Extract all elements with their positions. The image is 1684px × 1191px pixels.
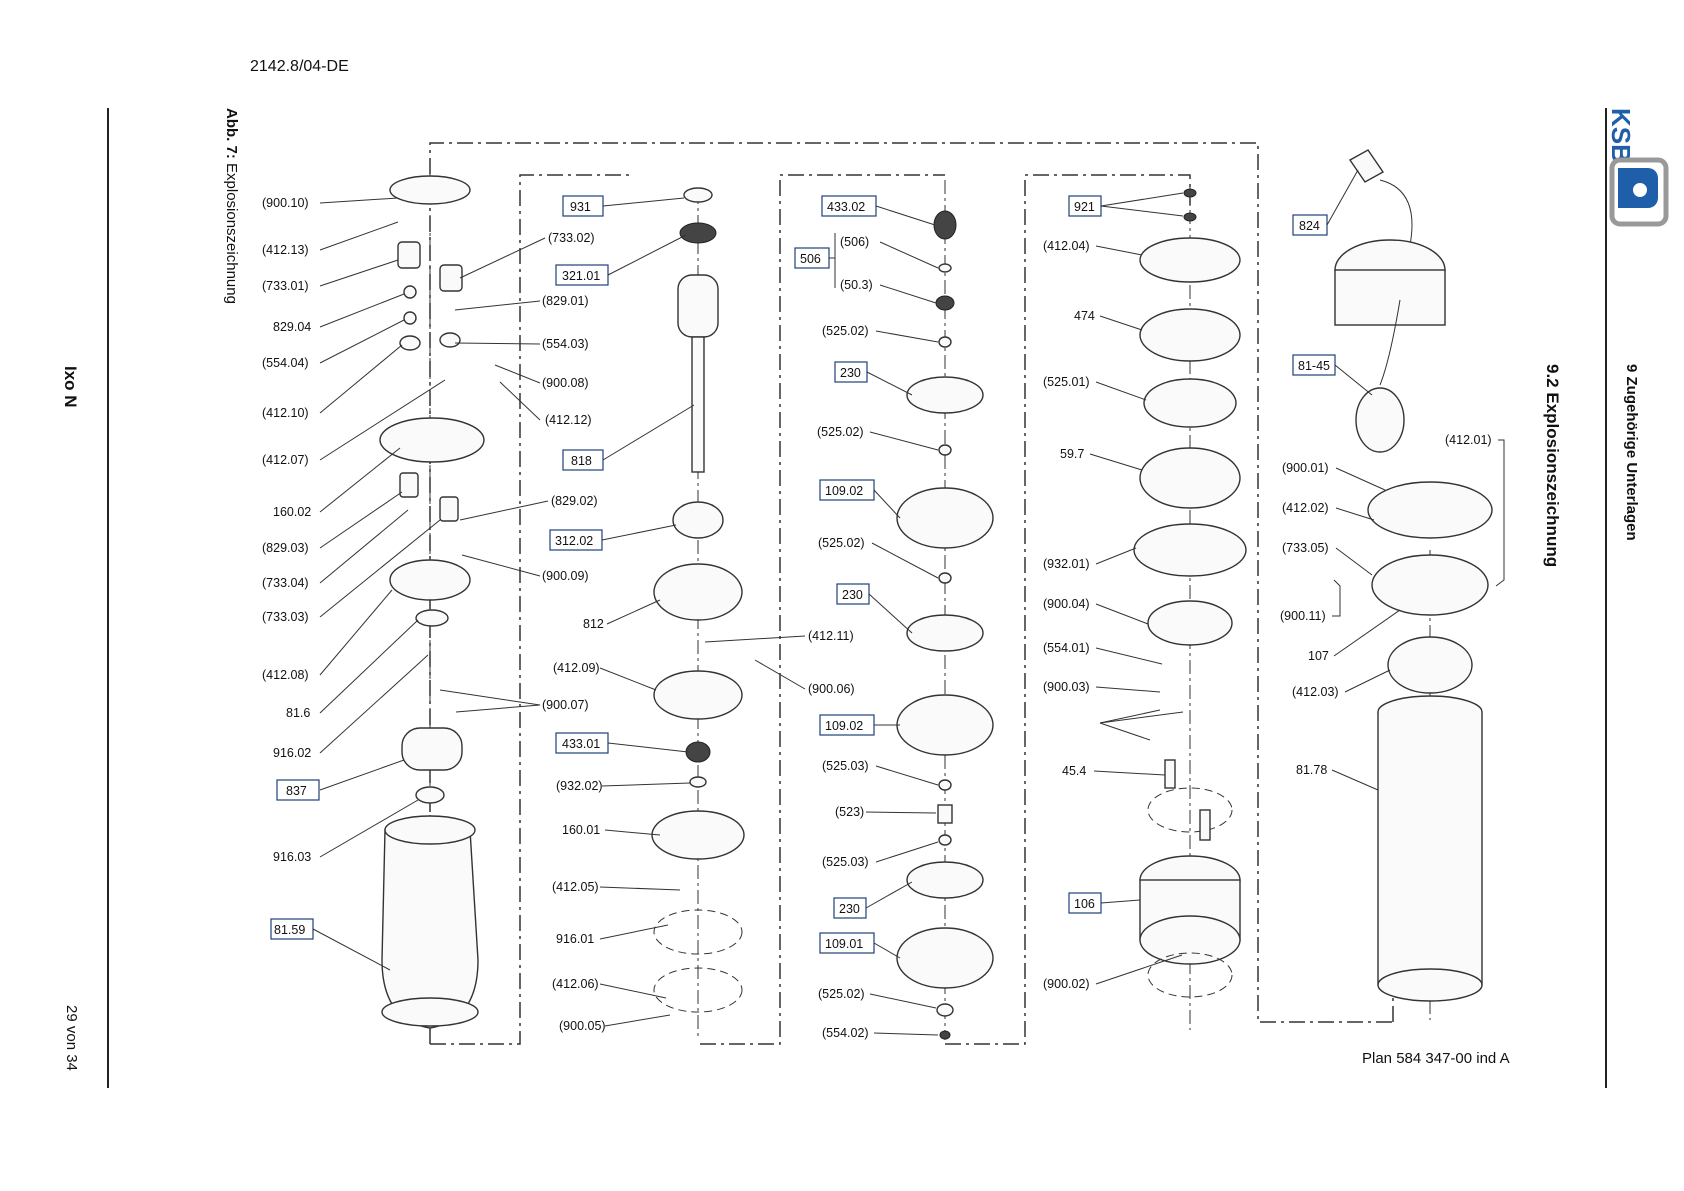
part-number-label: (412.12)	[545, 413, 592, 427]
part-number-label: (412.04)	[1043, 239, 1090, 253]
part-number-label: (829.02)	[551, 494, 598, 508]
part-number-label: 106	[1074, 897, 1095, 911]
part-number-label: 81.78	[1296, 763, 1327, 777]
part-number-label: (412.08)	[262, 668, 309, 682]
document-number: 2142.8/04-DE	[250, 58, 349, 75]
labels-column-4: 921 (412.04) 474 (525.01) 59.7 (932.01) …	[1043, 192, 1184, 991]
part-number-label: 433.01	[562, 737, 600, 751]
part-number-label: KSB	[1606, 108, 1636, 163]
part-number-label: (525.02)	[822, 324, 869, 338]
part-number-label: (525.01)	[1043, 375, 1090, 389]
part-number-label: (525.02)	[817, 425, 864, 439]
part-number-label: 474	[1074, 309, 1095, 323]
part-number-label: 506	[800, 252, 821, 266]
part-number-label: (733.01)	[262, 279, 309, 293]
part-number-label: 916.03	[273, 850, 311, 864]
part-number-label: (412.01)	[1445, 433, 1492, 447]
assembly-column-4	[1133, 185, 1247, 1030]
part-number-label: (412.07)	[262, 453, 309, 467]
part-number-label: 109.02	[825, 484, 863, 498]
part-number-label: (733.04)	[262, 576, 309, 590]
part-number-label: 916.02	[273, 746, 311, 760]
part-number-label: (412.06)	[552, 977, 599, 991]
assembly-column-5	[1334, 149, 1493, 1020]
part-number-label: (932.02)	[556, 779, 603, 793]
part-number-label: (900.06)	[808, 682, 855, 696]
part-number-label: (525.02)	[818, 987, 865, 1001]
part-number-label: (554.03)	[542, 337, 589, 351]
part-number-label: 230	[839, 902, 860, 916]
part-number-label: 921	[1074, 200, 1095, 214]
assembly-column-1	[379, 165, 485, 1040]
part-number-label: (900.01)	[1282, 461, 1329, 475]
part-number-label: (733.02)	[548, 231, 595, 245]
part-number-label: (829.03)	[262, 541, 309, 555]
labels-column-5: 824 81-45 (412.01) (900.01) (412.02) (73…	[1280, 169, 1505, 791]
part-number-label: (412.10)	[262, 406, 309, 420]
part-number-label: 916.01	[556, 932, 594, 946]
assembly-column-2	[651, 187, 745, 1040]
right-margin-rule	[1605, 108, 1607, 1088]
part-number-label: 109.02	[825, 719, 863, 733]
part-number-label: 107	[1308, 649, 1329, 663]
labels-column-1: (900.10) (412.13) (733.01) 829.04 (554.0…	[262, 196, 446, 971]
labels-column-2a: (733.02) (829.01) (554.03) (900.08) (412…	[439, 231, 598, 713]
part-number-label: (900.04)	[1043, 597, 1090, 611]
part-number-label: 59.7	[1060, 447, 1084, 461]
part-number-label: (412.13)	[262, 243, 309, 257]
part-number-label: 433.02	[827, 200, 865, 214]
part-number-label: (733.03)	[262, 610, 309, 624]
part-number-label: 818	[571, 454, 592, 468]
part-number-label: 45.4	[1062, 764, 1086, 778]
part-number-label: 81.59	[274, 923, 305, 937]
part-number-label: (900.05)	[559, 1019, 606, 1033]
labels-column-3: 433.02 506 (506) (50.3) (525.02) 230 (52…	[794, 195, 939, 1040]
part-number-label: (412.05)	[552, 880, 599, 894]
part-number-label: 230	[840, 366, 861, 380]
part-number-label: (733.05)	[1282, 541, 1329, 555]
part-number-label: (412.11)	[808, 629, 854, 643]
part-number-label: (506)	[840, 235, 869, 249]
part-number-label: 931	[570, 200, 591, 214]
part-number-label: (412.03)	[1292, 685, 1339, 699]
labels-column-2c: (412.11) (900.06)	[704, 629, 855, 696]
part-number-label: (900.09)	[542, 569, 589, 583]
part-number-label: (554.02)	[822, 1026, 869, 1040]
part-number-label: (525.03)	[822, 759, 869, 773]
part-number-label: (554.01)	[1043, 641, 1090, 655]
part-number-label: 109.01	[825, 937, 863, 951]
part-number-label: (900.02)	[1043, 977, 1090, 991]
part-number-label: (900.11)	[1280, 609, 1326, 623]
part-number-label: (900.08)	[542, 376, 589, 390]
part-number-label: (900.07)	[542, 698, 589, 712]
part-number-label: 160.01	[562, 823, 600, 837]
part-number-label: 312.02	[555, 534, 593, 548]
plan-reference: Plan 584 347-00 ind A	[1362, 1050, 1510, 1067]
assembly-column-3	[896, 180, 994, 1040]
part-number-label: (523)	[835, 805, 864, 819]
part-number-label: (554.04)	[262, 356, 309, 370]
part-number-label: (412.02)	[1282, 501, 1329, 515]
ksb-logo: KSB	[1606, 108, 1669, 227]
part-number-label: 321.01	[562, 269, 600, 283]
part-number-label: (932.01)	[1043, 557, 1090, 571]
part-number-label: 160.02	[273, 505, 311, 519]
part-number-label: 81-45	[1298, 359, 1330, 373]
part-number-label: (900.03)	[1043, 680, 1090, 694]
part-number-label: (525.02)	[818, 536, 865, 550]
labels-column-2b: 931 321.01 818 312.02 812 (412.09) 433.0…	[549, 195, 695, 1033]
part-number-label: (50.3)	[840, 278, 873, 292]
left-margin-rule	[107, 108, 109, 1088]
part-number-label: (900.10)	[262, 196, 309, 210]
part-number-label: 230	[842, 588, 863, 602]
part-number-label: 837	[286, 784, 307, 798]
part-number-label: 81.6	[286, 706, 310, 720]
part-number-label: (412.09)	[553, 661, 600, 675]
part-number-label: (829.01)	[542, 294, 589, 308]
part-number-label: (525.03)	[822, 855, 869, 869]
part-number-label: 812	[583, 617, 604, 631]
part-number-label: 824	[1299, 219, 1320, 233]
part-number-label: 829.04	[273, 320, 311, 334]
